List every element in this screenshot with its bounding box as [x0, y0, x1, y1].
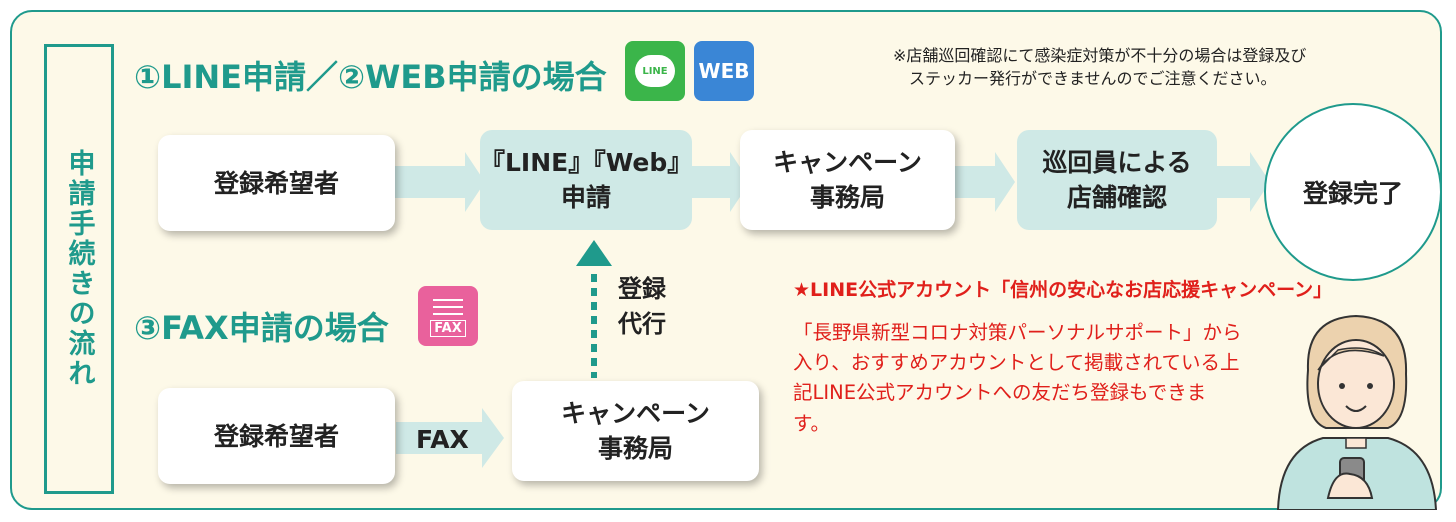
proxy-label-line1: 登録	[618, 275, 666, 303]
caution-note-line1: ※店舗巡回確認にて感染症対策が不十分の場合は登録及び	[893, 46, 1307, 65]
fax-badge-label: FAX	[430, 319, 466, 337]
flow1-complete: 登録完了	[1264, 103, 1442, 281]
section3-heading: ③FAX申請の場合	[134, 309, 389, 347]
flow1-application-line2: 申請	[560, 183, 611, 212]
flow1-campaign-office-line2: 事務局	[809, 183, 885, 212]
section1-heading: ①LINE申請／②WEB申請の場合	[134, 58, 607, 96]
line-badge: LINE	[625, 41, 685, 101]
flow1-arrow-4	[1212, 152, 1270, 212]
proxy-label-line2: 代行	[618, 309, 666, 338]
fax-badge: FAX	[418, 286, 478, 346]
flow1-store-check-line2: 店舗確認	[1066, 183, 1167, 212]
web-badge-label: WEB	[698, 59, 750, 83]
side-title-box: 申請手続きの流れ	[44, 44, 114, 494]
flow1-applicant-label: 登録希望者	[213, 168, 339, 198]
flow3-campaign-office-line2: 事務局	[597, 434, 673, 463]
flow1-complete-label: 登録完了	[1302, 179, 1403, 208]
flow3-applicant: 登録希望者	[158, 388, 395, 484]
flow3-fax-arrow	[396, 408, 504, 468]
flow1-arrow-3	[955, 152, 1015, 212]
flow3-fax-label: FAX	[416, 425, 469, 454]
flow3-campaign-office: キャンペーン 事務局	[512, 381, 759, 481]
web-badge: WEB	[694, 41, 754, 101]
flow1-store-check-line1: 巡回員による	[1042, 148, 1192, 177]
flow1-campaign-office: キャンペーン 事務局	[740, 130, 955, 230]
caution-note-line2: ステッカー発行ができませんのでご注意ください。	[909, 69, 1277, 89]
line-badge-label: LINE	[642, 65, 668, 77]
flow3-campaign-office-line1: キャンペーン	[561, 399, 710, 428]
line-account-body: 「長野県新型コロナ対策パーソナルサポート」から入り、おすすめアカウントとして掲載…	[793, 321, 1242, 435]
woman-with-phone-illustration	[1276, 314, 1438, 510]
flow1-arrow-2	[690, 152, 750, 212]
flow1-application-line1: 『LINE』『Web』	[480, 148, 693, 177]
side-title: 申請手続きの流れ	[63, 149, 95, 389]
flow1-application: 『LINE』『Web』 申請	[480, 130, 692, 230]
line-chat-icon: LINE	[635, 55, 675, 87]
proxy-label: 登録 代行	[618, 272, 666, 342]
flow1-arrow-1	[395, 152, 485, 212]
caution-note: ※店舗巡回確認にて感染症対策が不十分の場合は登録及び ステッカー発行ができません…	[893, 44, 1306, 90]
fax-doc-icon	[433, 298, 463, 315]
line-account-title: ★LINE公式アカウント「信州の安心なお店応援キャンペーン」	[793, 279, 1333, 301]
proxy-up-arrow	[576, 240, 612, 378]
flow1-applicant: 登録希望者	[158, 135, 395, 231]
flow1-campaign-office-line1: キャンペーン	[773, 148, 922, 177]
flow1-store-check: 巡回員による 店舗確認	[1017, 130, 1217, 230]
flow3-applicant-label: 登録希望者	[213, 421, 339, 451]
